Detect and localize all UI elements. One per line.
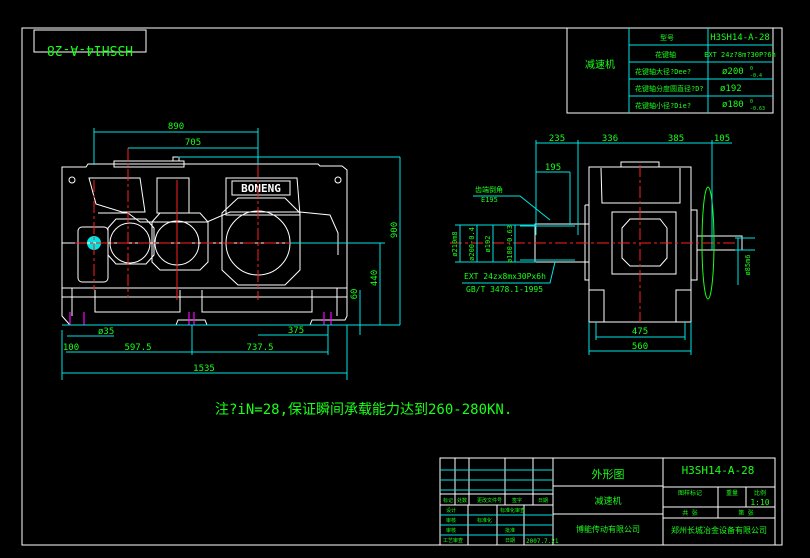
title-block: 外形图 减速机 博能传动有限公司 H3SH14-A-28 图样标记 重量 比例 … xyxy=(439,457,776,546)
dim-890: 890 xyxy=(168,122,184,132)
spec-tol: 0 xyxy=(750,99,753,105)
role-label: 设计 xyxy=(446,507,456,514)
dim-705: 705 xyxy=(185,138,201,148)
dim-737-5: 737.5 xyxy=(246,343,273,353)
dim-85: ø85m6 xyxy=(744,254,752,275)
spec-value: ø192 xyxy=(720,84,742,94)
note-text: 注?iN=28,保证瞬间承载能力达到260-280KN. xyxy=(215,402,512,418)
spec-label: 花键轴分度圆直径?D? xyxy=(635,84,704,93)
company-left: 博能传动有限公司 xyxy=(576,524,640,534)
dim-597-5: 597.5 xyxy=(124,343,151,353)
role-label: 审核 xyxy=(446,517,456,524)
role-label: 工艺审查 xyxy=(443,537,463,544)
upside-down-code: H3SH14-A-28 xyxy=(47,42,133,57)
spec-table: 减速机 型号 H3SH14-A-28 花键轴 EXT 24z?8m?30P?6h… xyxy=(566,27,776,114)
spec-label: 花键轴小径?Die? xyxy=(635,101,691,110)
spec-value: EXT 24z?8m?30P?6h xyxy=(704,51,776,59)
spec-tol: -0.63 xyxy=(750,106,765,112)
date-label: 日期 xyxy=(505,538,515,544)
spec-value: H3SH14-A-28 xyxy=(710,33,770,43)
weight-label: 重量 xyxy=(726,489,738,497)
spec-value: ø200 xyxy=(722,67,744,77)
dim-475: 475 xyxy=(632,327,648,337)
scale-label: 比例 xyxy=(754,489,766,497)
spec-tol: -0.4 xyxy=(750,73,762,79)
sheets-total: 共 张 xyxy=(682,509,698,517)
standardization-label: 标准化 xyxy=(477,517,492,524)
rev-header: 处数 xyxy=(457,497,467,504)
side-view: 235 336 385 105 195 齿端倒角 E195 ø210m8 ø20… xyxy=(450,134,755,355)
spec-label: 花键轴大径?Dee? xyxy=(635,67,691,76)
dim-440: 440 xyxy=(370,270,380,286)
dim-375: 375 xyxy=(288,326,304,336)
rev-header: 标记 xyxy=(443,497,453,504)
spec-tol: 0 xyxy=(750,66,753,72)
chamfer-callout-value: E195 xyxy=(481,196,498,204)
dim-180: ø180-0.63 xyxy=(506,225,514,263)
spec-label: 型号 xyxy=(660,33,674,42)
company-right: 郑州长城冶金设备有限公司 xyxy=(671,525,767,535)
front-view: BONENG 890 705 900 440 60 ø35 375 100 59… xyxy=(61,122,401,380)
dim-560: 560 xyxy=(632,342,648,352)
spline-spec: EXT 24zx8mx30Px6h xyxy=(464,272,546,281)
dim-195: 195 xyxy=(545,163,561,173)
rev-header: 日期 xyxy=(538,498,548,504)
rev-header: 更改文件号 xyxy=(477,497,502,504)
dim-192: ø192 xyxy=(484,236,492,253)
brand-logo: BONENG xyxy=(241,182,281,195)
dim-900: 900 xyxy=(390,222,400,238)
dim-235: 235 xyxy=(549,134,565,144)
drawing-name: 外形图 xyxy=(592,468,625,481)
scale-value: 1:10 xyxy=(750,498,769,507)
dim-100: 100 xyxy=(63,343,79,353)
spec-value: ø180 xyxy=(722,100,744,110)
role-label: 审核 xyxy=(446,527,456,534)
dim-336: 336 xyxy=(602,134,618,144)
drawing-frame xyxy=(21,27,783,546)
sheet-number: 第 张 xyxy=(738,509,754,517)
date-value: 2007.7.21 xyxy=(526,538,559,545)
dim-35: ø35 xyxy=(98,327,114,337)
dim-105: 105 xyxy=(714,134,730,144)
dim-1535: 1535 xyxy=(193,364,215,374)
product-name: 减速机 xyxy=(594,495,621,507)
upside-down-code-box xyxy=(33,29,147,53)
approve-label: 批准 xyxy=(505,527,515,534)
dim-60: 60 xyxy=(350,289,360,300)
dim-200: ø200-0.4 xyxy=(468,227,476,261)
spline-standard: GB/T 3478.1-1995 xyxy=(466,285,543,294)
spec-title: 减速机 xyxy=(585,58,615,71)
stage-mark-label: 图样标记 xyxy=(678,489,702,497)
dim-210: ø210m8 xyxy=(451,231,459,256)
spec-label: 花键轴 xyxy=(655,50,676,59)
title-code: H3SH14-A-28 xyxy=(682,464,755,477)
standard-review-label: 标准化审查 xyxy=(500,507,525,514)
rev-header: 签字 xyxy=(512,497,522,504)
dim-385: 385 xyxy=(668,134,684,144)
chamfer-callout: 齿端倒角 xyxy=(475,185,503,194)
